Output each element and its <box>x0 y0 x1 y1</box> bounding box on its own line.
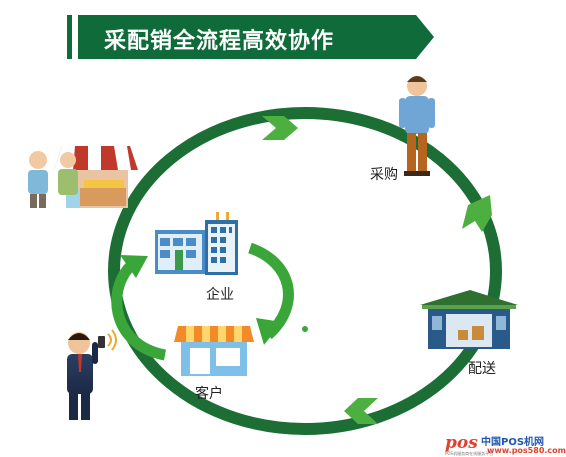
title-banner <box>78 15 434 59</box>
node-label-enterprise: 企业 <box>206 287 234 303</box>
process-diagram <box>28 76 518 435</box>
arrow-right-icon <box>462 195 492 232</box>
businessman-phone-icon <box>67 329 117 420</box>
watermark-logo: pos <box>445 433 478 453</box>
node-label-delivery: 配送 <box>468 361 496 377</box>
inner-arrow-left-icon <box>120 255 148 278</box>
main-cycle-ring <box>108 107 502 435</box>
center-dot <box>302 326 308 332</box>
warehouse-icon <box>420 290 518 349</box>
arrow-bottom-icon <box>344 398 378 424</box>
page-title: 采配销全流程高效协作 <box>104 29 335 54</box>
watermark-url: www.pos580.com <box>487 446 566 455</box>
customer-shop-icon <box>174 326 254 376</box>
node-label-customer: 客户 <box>195 386 223 402</box>
arrow-top-icon <box>262 116 298 140</box>
purchaser-figure-icon <box>399 76 435 176</box>
watermark: pos 中国POS机网 www.pos580.com POS机服务商在线服务平台 <box>445 433 566 457</box>
inner-arc-left <box>111 257 167 361</box>
inner-arrow-right-icon <box>256 318 282 345</box>
title-accent-bar <box>67 15 72 59</box>
watermark-name: 中国POS机网 <box>481 437 545 448</box>
watermark-slogan: POS机服务商在线服务平台 <box>445 451 494 456</box>
enterprise-building-icon <box>155 212 238 275</box>
market-scene-icon <box>28 146 138 208</box>
node-label-purchase: 采购 <box>370 167 398 183</box>
